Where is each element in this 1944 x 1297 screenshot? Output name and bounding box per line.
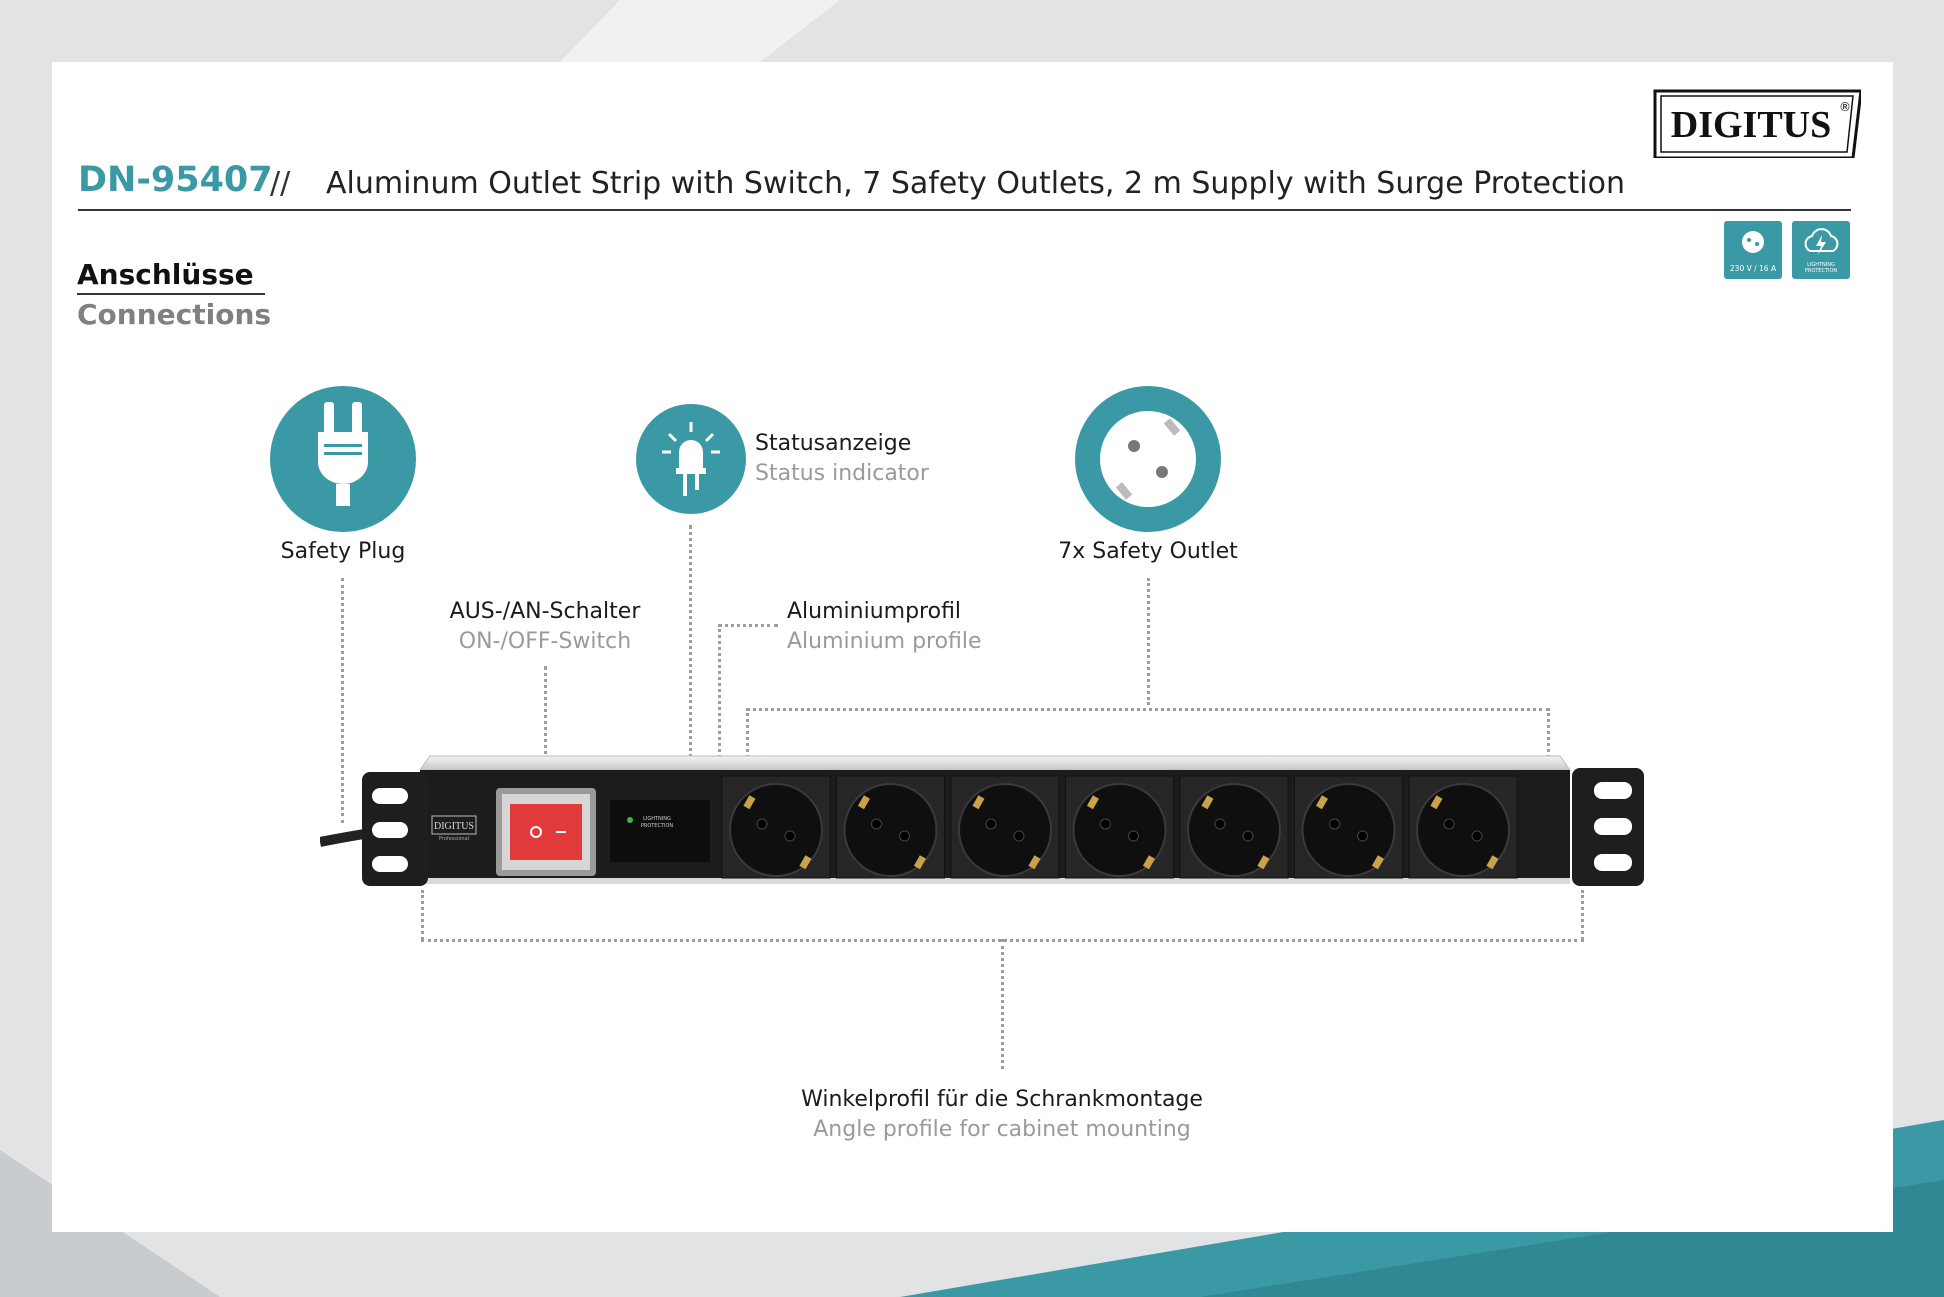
outlet-label: 7x Safety Outlet — [1058, 539, 1238, 564]
strip-outlet — [1294, 775, 1403, 879]
profile-label-de: Aluminiumprofil — [787, 599, 962, 624]
badge-lightning: LIGHTNING PROTECTION — [1792, 221, 1850, 279]
strip-outlet — [1179, 775, 1289, 879]
status-label-de: Statusanzeige — [755, 431, 912, 456]
safety-outlet-icon — [1075, 386, 1221, 536]
strip-outlet — [721, 775, 831, 879]
svg-text:LIGHTNING: LIGHTNING — [643, 816, 671, 822]
section-underline — [77, 293, 265, 295]
outlet-leader-line — [1147, 578, 1150, 705]
outlet-bracket-top — [746, 708, 1550, 711]
strip-brand-sub: Professional — [439, 836, 469, 842]
digitus-logo: DIGITUS ® — [1653, 89, 1863, 160]
status-label-en: Status indicator — [755, 461, 929, 486]
power-strip-image: DIGITUS Professional LIGHTNING PROTECTIO… — [319, 752, 1650, 896]
section-title-de: Anschlüsse — [77, 258, 254, 291]
strip-outlet — [950, 775, 1060, 879]
switch-leader-line — [544, 666, 547, 786]
outlet-bracket-left — [746, 708, 749, 764]
strip-outlet — [1408, 775, 1518, 879]
svg-text:PROTECTION: PROTECTION — [1805, 268, 1838, 274]
mount-label-en: Angle profile for cabinet mounting — [813, 1117, 1191, 1142]
mount-leader-line — [1001, 939, 1004, 1069]
svg-text:PROTECTION: PROTECTION — [641, 823, 674, 829]
plug-icon — [270, 386, 416, 536]
product-description: Aluminum Outlet Strip with Switch, 7 Saf… — [326, 166, 1625, 201]
badge-230v: 230 V / 16 A — [1724, 221, 1782, 279]
title-underline — [78, 209, 1851, 211]
mount-bracket-right — [1581, 890, 1584, 940]
mount-bracket-left — [421, 890, 424, 940]
plug-label: Safety Plug — [280, 539, 406, 564]
strip-brand-text: DIGITUS — [434, 821, 474, 832]
strip-outlet — [836, 775, 945, 879]
logo-text: DIGITUS — [1671, 104, 1832, 146]
plug-leader-line — [341, 578, 344, 823]
switch-label-de: AUS-/AN-Schalter — [449, 599, 641, 624]
svg-text:®: ® — [1839, 100, 1851, 114]
svg-text:LIGHTNING: LIGHTNING — [1807, 262, 1835, 268]
product-sku: DN-95407 — [78, 160, 273, 200]
status-leader-line — [689, 525, 692, 783]
title-separator: // — [270, 166, 291, 201]
switch-label-en: ON-/OFF-Switch — [458, 629, 632, 654]
profile-leader-v — [718, 624, 721, 758]
led-icon — [636, 404, 746, 518]
mount-label-de: Winkelprofil für die Schrankmontage — [801, 1087, 1203, 1112]
badge-230v-text: 230 V / 16 A — [1730, 264, 1777, 273]
profile-leader-h — [718, 624, 778, 627]
section-title-en: Connections — [77, 298, 272, 331]
content-card — [52, 62, 1893, 1232]
outlet-bracket-right — [1547, 708, 1550, 764]
profile-label-en: Aluminium profile — [787, 629, 982, 654]
outlet-row — [721, 775, 1518, 879]
strip-outlet — [1065, 775, 1174, 879]
